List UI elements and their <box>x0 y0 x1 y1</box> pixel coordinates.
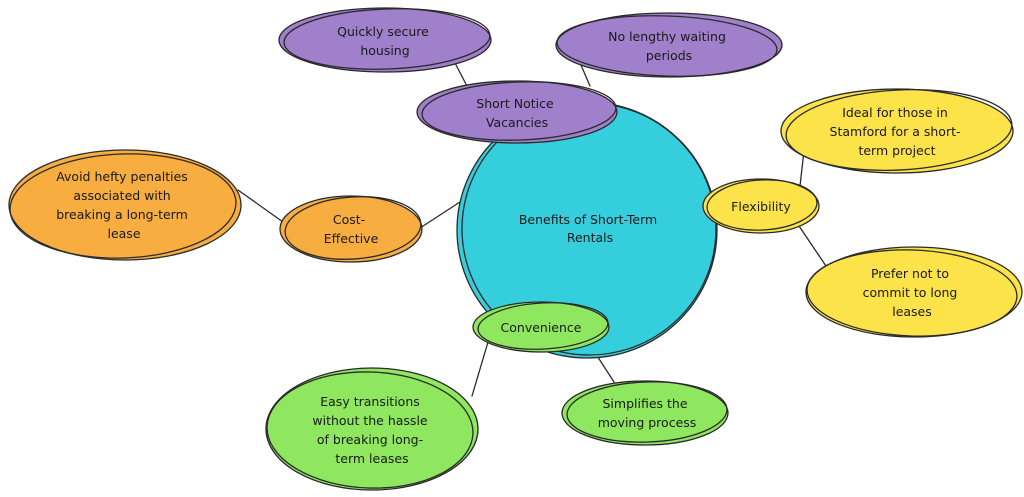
connector-no-commit <box>798 225 827 267</box>
cost-effective-line-1: Cost- <box>333 212 365 227</box>
center-label-line-2: Rentals <box>567 230 613 245</box>
node-simplifies: Simplifies the moving process <box>561 380 729 446</box>
penalties-line-3: breaking a long-term <box>56 207 188 222</box>
node-short-notice: Short Notice Vacancies <box>416 80 618 144</box>
node-quick-housing: Quickly secure housing <box>278 7 492 73</box>
cost-effective-line-2: Effective <box>324 231 379 246</box>
short-notice-line-2: Vacancies <box>486 115 548 130</box>
svg-text:Convenience: Convenience <box>501 320 582 335</box>
no-commit-line-2: commit to long <box>863 285 958 300</box>
simplifies-line-1: Simplifies the <box>602 396 687 411</box>
quick-housing-line-2: housing <box>360 43 409 58</box>
no-waiting-line-2: periods <box>646 48 692 63</box>
connector-penalties <box>237 189 284 223</box>
node-no-commit: Prefer not to commit to long leases <box>805 246 1023 338</box>
penalties-line-1: Avoid hefty penalties <box>56 169 188 184</box>
center-node: Benefits of Short-Term Rentals <box>456 101 718 359</box>
node-stamford: Ideal for those in Stamford for a short-… <box>780 88 1014 174</box>
svg-text:Short Notice Vacancies: Short Notice Vacancies <box>476 96 557 130</box>
svg-text:Easy transitions without: Easy transitions without the hassle of b… <box>312 394 431 466</box>
no-commit-line-3: leases <box>892 304 932 319</box>
penalties-line-2: associated with <box>73 188 170 203</box>
svg-text:Avoid hefty penalties as: Avoid hefty penalties associated with br… <box>56 169 192 241</box>
svg-text:Quickly secure housing: Quickly secure housing <box>337 24 433 58</box>
node-penalties: Avoid hefty penalties associated with br… <box>8 149 242 261</box>
no-waiting-line-1: No lengthy waiting <box>608 29 726 44</box>
convenience-label: Convenience <box>501 320 582 335</box>
connector-transitions <box>471 341 489 397</box>
simplifies-line-2: moving process <box>598 415 697 430</box>
center-label-line-1: Benefits of Short-Term <box>519 212 657 227</box>
connector-quick-housing <box>454 62 469 89</box>
svg-text:Ideal for those in Stamf: Ideal for those in Stamford for a short-… <box>830 105 965 158</box>
short-notice-line-1: Short Notice <box>476 96 554 111</box>
node-cost-effective: Cost- Effective <box>279 195 423 263</box>
transitions-line-4: term leases <box>335 451 408 466</box>
node-convenience: Convenience <box>472 301 610 353</box>
svg-text:Prefer not to commit to: Prefer not to commit to long leases <box>863 266 962 319</box>
penalties-line-4: lease <box>107 226 140 241</box>
stamford-line-1: Ideal for those in <box>842 105 948 120</box>
transitions-line-3: of breaking long- <box>317 432 423 447</box>
connector-cost-center <box>419 201 461 229</box>
svg-text:Flexibility: Flexibility <box>731 199 791 214</box>
quick-housing-line-1: Quickly secure <box>337 24 429 39</box>
transitions-line-2: without the hassle <box>312 413 428 428</box>
svg-text:Cost- Effective: Cost- Effective <box>324 212 379 246</box>
stamford-line-3: term project <box>858 143 935 158</box>
stamford-line-2: Stamford for a short- <box>830 124 961 139</box>
svg-text:Simplifies the moving pr: Simplifies the moving process <box>598 396 697 430</box>
svg-text:No lengthy waiting perio: No lengthy waiting periods <box>608 29 730 63</box>
transitions-line-1: Easy transitions <box>320 394 420 409</box>
center-label: Benefits of Short-Term Rentals <box>519 212 661 245</box>
node-transitions: Easy transitions without the hassle of b… <box>265 367 479 491</box>
node-flexibility: Flexibility <box>702 178 820 234</box>
no-commit-line-1: Prefer not to <box>871 266 949 281</box>
node-no-waiting: No lengthy waiting periods <box>555 12 783 78</box>
flexibility-label: Flexibility <box>731 199 791 214</box>
